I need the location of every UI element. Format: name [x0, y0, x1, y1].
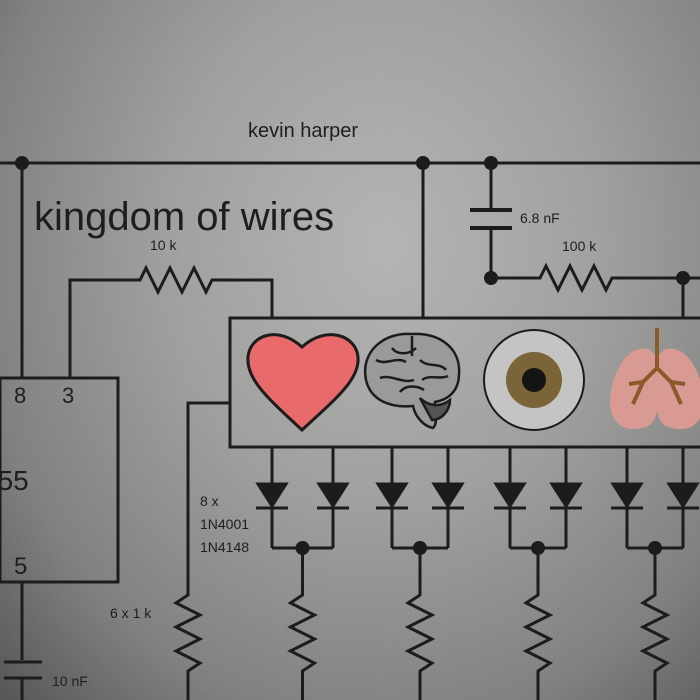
artist-name: kevin harper	[248, 120, 358, 142]
pin-8-label: 8	[14, 383, 26, 408]
diode-symbol	[375, 482, 409, 509]
junction-node	[531, 541, 545, 555]
diode-symbol	[316, 482, 350, 509]
heart-icon	[246, 333, 360, 433]
resistor-array-label: 6 x 1 k	[110, 605, 152, 621]
chip-label: 555	[0, 465, 29, 496]
diode-symbol	[610, 482, 644, 509]
diode-symbol	[549, 482, 583, 509]
diode-symbol	[493, 482, 527, 509]
junction-nodes	[15, 156, 690, 285]
resistor-label-100k: 100 k	[562, 238, 597, 254]
eye-icon	[483, 329, 585, 431]
pin-5-label: 5	[14, 553, 27, 580]
diode-array	[255, 447, 700, 700]
junction-node	[295, 541, 310, 555]
diode-type-1: 1N4001	[200, 516, 249, 532]
album-title: kingdom of wires	[34, 195, 334, 239]
resistor-label-10k: 10 k	[150, 237, 177, 253]
diode-symbol	[255, 482, 289, 509]
diode-symbol	[431, 482, 465, 509]
diode-symbol	[666, 482, 700, 509]
diode-count-label: 8 x	[200, 493, 219, 509]
junction-node	[648, 541, 662, 555]
pin-3-label: 3	[62, 383, 74, 408]
lungs-icon	[610, 328, 700, 429]
wires	[0, 161, 700, 700]
diode-type-2: 1N4148	[200, 539, 249, 555]
capacitor-label-10nf: 10 nF	[52, 673, 88, 689]
junction-node	[413, 541, 427, 555]
capacitor-label: 6.8 nF	[520, 210, 560, 226]
brain-icon	[363, 332, 461, 430]
